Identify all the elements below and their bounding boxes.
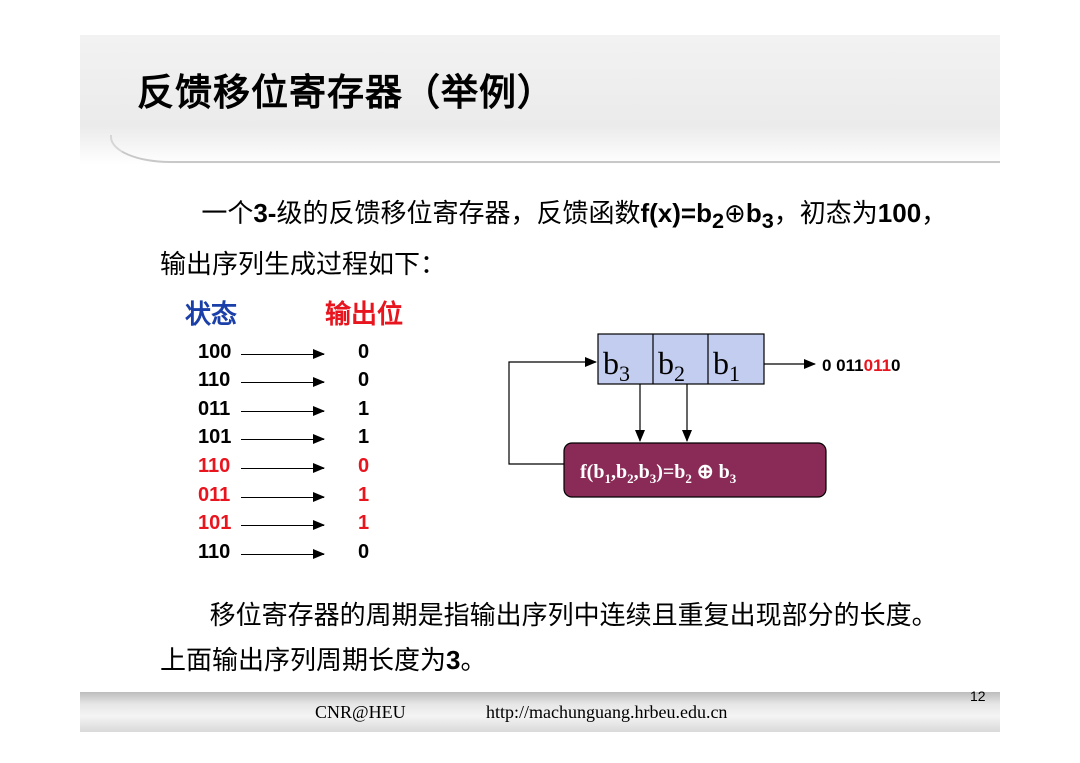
footer-band <box>80 692 1000 732</box>
feedback-function-label: f(b1,b2,b3)=b2 ⊕ b3 <box>580 461 737 486</box>
output-sequence: 0 0110110 <box>822 356 901 375</box>
arrow <box>241 492 325 502</box>
arrow <box>241 463 325 473</box>
slide-title: 反馈移位寄存器（举例） <box>137 71 555 114</box>
state-header: 状态 <box>185 300 238 330</box>
register-cell-b2: b2 <box>658 345 685 386</box>
output-bit-header: 输出位 <box>325 300 404 330</box>
footer-org: CNR@HEU <box>315 702 406 722</box>
summary-paragraph: 移位寄存器的周期是指输出序列中连续且重复出现部分的长度。上面输出序列周期长度为3… <box>160 601 938 676</box>
feedback-function-box <box>563 442 827 498</box>
arrow <box>241 377 325 387</box>
arrow <box>241 434 325 444</box>
page-number: 12 <box>970 688 986 704</box>
register-box <box>597 333 765 385</box>
arrow <box>241 549 325 559</box>
arrow <box>241 349 325 359</box>
arrow <box>241 406 325 416</box>
arrow <box>241 520 325 530</box>
feedback-path <box>508 357 597 465</box>
register-cell-b3: b3 <box>603 345 630 386</box>
register-cell-b1: b1 <box>713 345 740 386</box>
title-band <box>80 35 1000 165</box>
intro-paragraph: 一个3-级的反馈移位寄存器，反馈函数f(x)=b2⊕b3，初态为100，输出序列… <box>160 198 948 281</box>
footer-url: http://machunguang.hrbeu.edu.cn <box>486 702 728 722</box>
